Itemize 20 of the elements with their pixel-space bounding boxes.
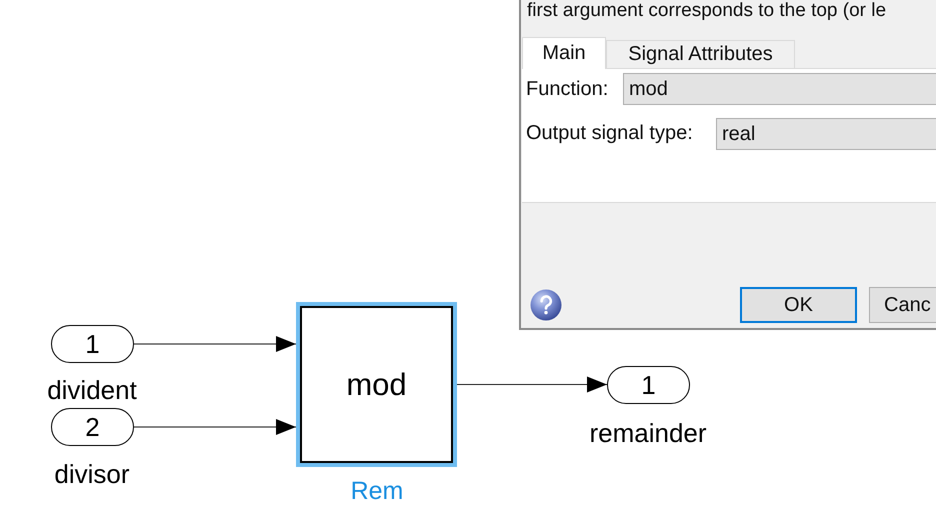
port-label: remainder — [588, 417, 708, 449]
inport-block: 2 — [51, 408, 134, 446]
inport-block: 1 — [51, 325, 134, 363]
signal-arrow — [456, 376, 608, 392]
function-block: mod — [296, 302, 457, 467]
active-tab: Main — [522, 37, 606, 69]
text-field: mod — [623, 73, 936, 105]
field-label: Function: — [526, 77, 610, 102]
block-name: Rem — [350, 476, 404, 506]
cancel-button: Canc — [869, 287, 936, 323]
description-text: first argument corresponds to the top (or le — [527, 0, 888, 22]
tab: Signal Attributes — [606, 40, 795, 68]
ok-button: OK — [740, 287, 857, 323]
field-label: Output signal type: — [526, 121, 694, 146]
signal-arrow — [134, 336, 296, 352]
outport-block: 1 — [607, 366, 690, 404]
text-field: real — [716, 118, 936, 150]
signal-arrow — [134, 419, 296, 435]
port-label: divisor — [53, 458, 131, 490]
port-label: divident — [46, 374, 138, 406]
